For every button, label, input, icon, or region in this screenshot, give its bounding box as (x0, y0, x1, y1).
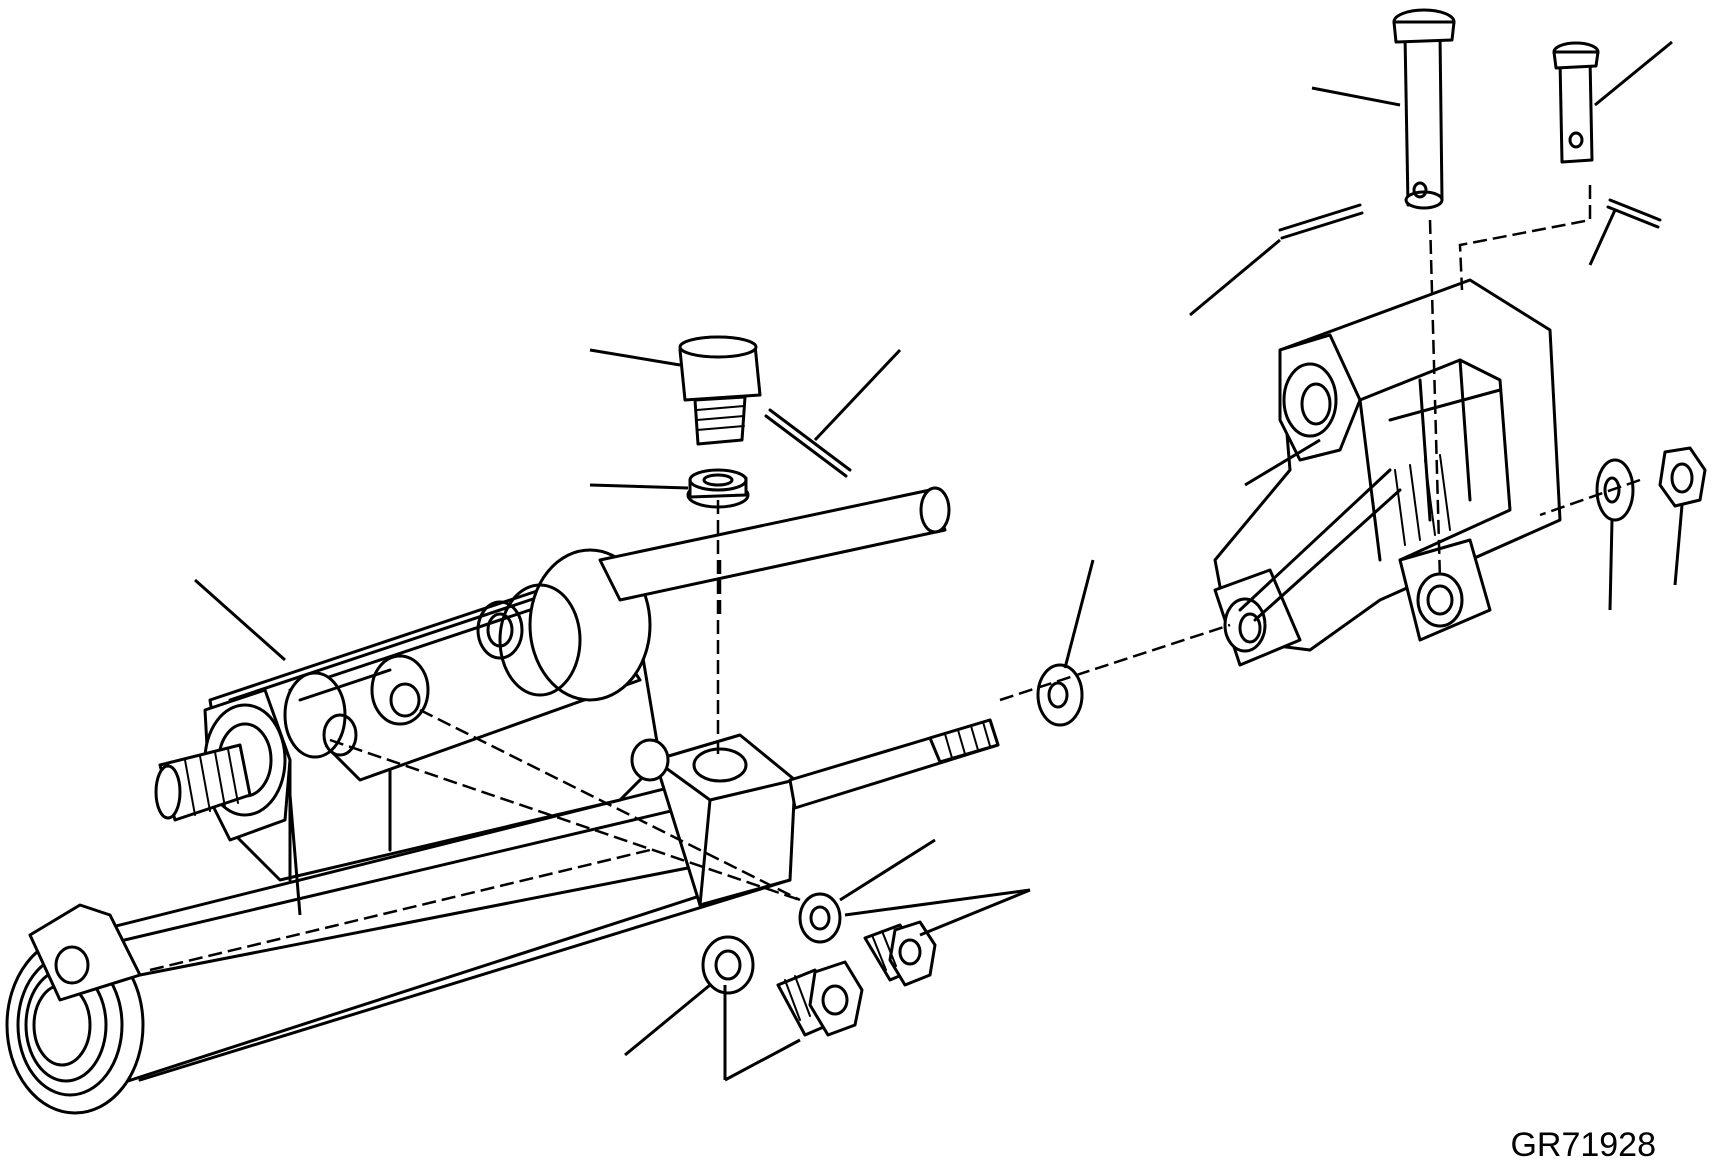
reference-number: GR71928 (1510, 1126, 1656, 1164)
spring-pin-right (1606, 198, 1662, 229)
mounting-bracket (1213, 278, 1562, 667)
rod-washer (1036, 663, 1084, 727)
lower-bolt-right (863, 920, 937, 987)
small-pin (1552, 41, 1600, 164)
spring-pin (764, 408, 852, 478)
relief-plug (678, 335, 762, 446)
clevis-pin (1392, 8, 1456, 210)
bracket-nut (1658, 446, 1707, 508)
main-housing-tube (5, 768, 792, 1115)
lower-bolt-left (776, 960, 864, 1037)
assembly-center-lines (149, 185, 1641, 972)
lower-washer-left (701, 935, 755, 995)
lower-washer-right (798, 892, 842, 944)
leader-lines (194, 40, 1684, 1082)
cotter-pin (1278, 203, 1364, 240)
plug-washer (686, 468, 750, 509)
